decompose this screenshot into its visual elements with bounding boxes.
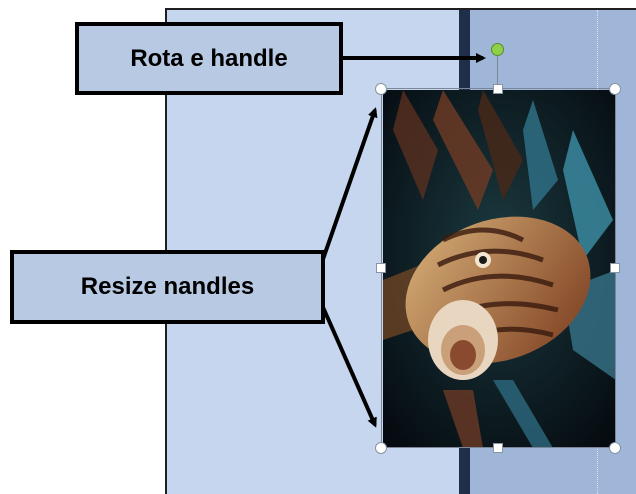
resize-handle-bottom-right[interactable] [609,442,621,454]
resize-handles-callout: Resize nandles [10,250,325,324]
resize-handle-left[interactable] [376,263,386,273]
rotate-handle[interactable] [491,43,504,56]
rotate-handle-stem [497,56,498,88]
resize-handle-top-left[interactable] [375,83,387,95]
resize-handle-bottom-left[interactable] [375,442,387,454]
resize-handle-top[interactable] [493,84,503,94]
resize-handle-top-right[interactable] [609,83,621,95]
resize-arrow-down [320,304,377,428]
resize-handles-callout-label: Resize nandles [80,273,255,300]
lionfish-image[interactable] [383,90,616,448]
resize-arrow-up [320,107,378,263]
resize-handle-bottom[interactable] [493,443,503,453]
resize-handle-right[interactable] [610,263,620,273]
rotate-handle-callout-label: Rota e handle [130,44,288,72]
rotate-handle-callout: Rota e handle [75,22,343,95]
